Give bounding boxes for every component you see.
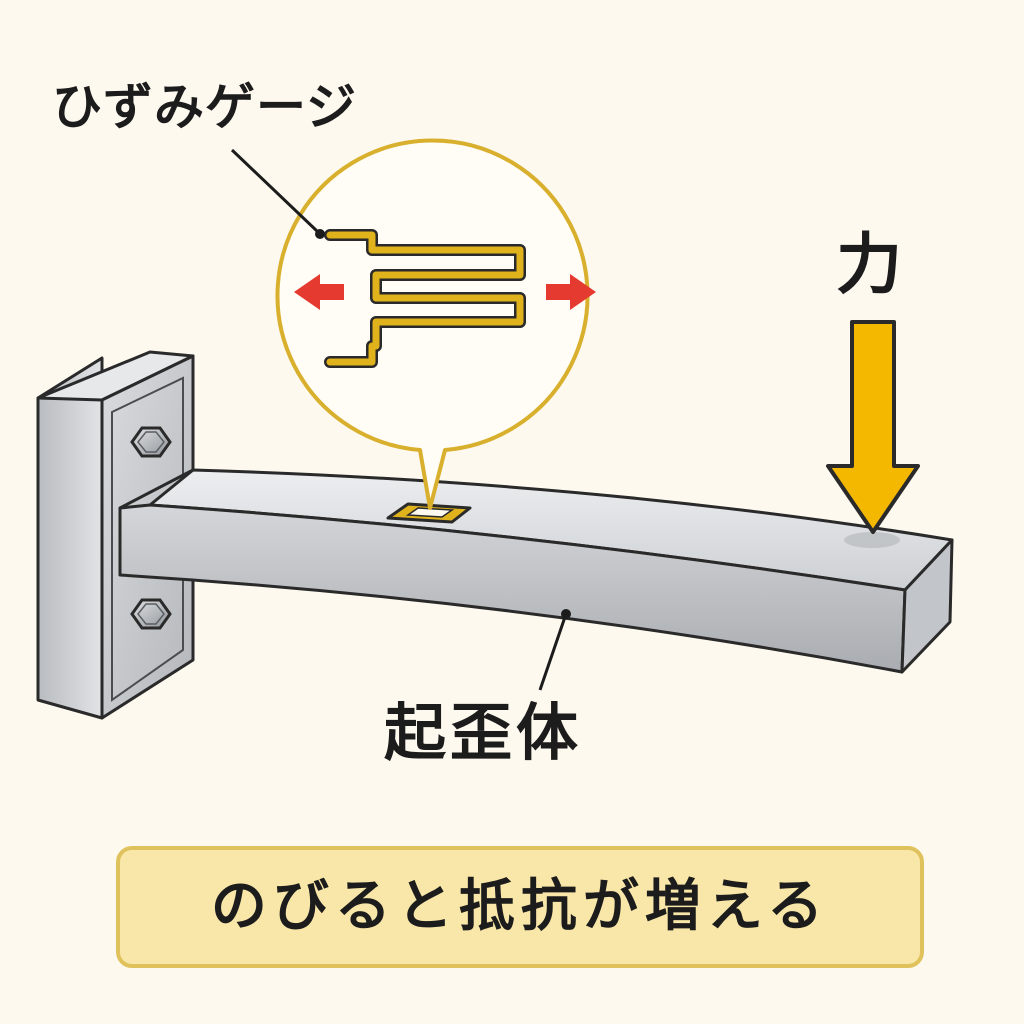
hex-bolt-icon	[130, 426, 172, 458]
caption-banner: のびると抵抗が増える	[116, 846, 924, 968]
beam-end-face	[900, 538, 954, 674]
hex-bolt-icon	[130, 598, 172, 630]
caption-text: のびると抵抗が増える	[210, 874, 830, 939]
gauge-leader	[230, 148, 325, 239]
strain-gauge-grid	[324, 229, 526, 368]
beam-top-edge	[119, 468, 194, 510]
load-point-shadow	[844, 532, 900, 548]
mount-plate-side	[36, 356, 104, 720]
force-label: 力	[836, 226, 902, 303]
mount-plate-inset	[111, 376, 184, 702]
right-arrow-icon	[546, 274, 596, 310]
body-leader	[538, 609, 571, 691]
flexure-body-label: 起歪体	[384, 696, 583, 769]
left-arrow-icon	[294, 274, 344, 310]
gauge-patch	[386, 502, 472, 524]
down-arrow-icon	[826, 320, 920, 534]
strain-gauge-label: ひずみゲージ	[52, 78, 357, 136]
flexure-beam	[118, 468, 954, 674]
